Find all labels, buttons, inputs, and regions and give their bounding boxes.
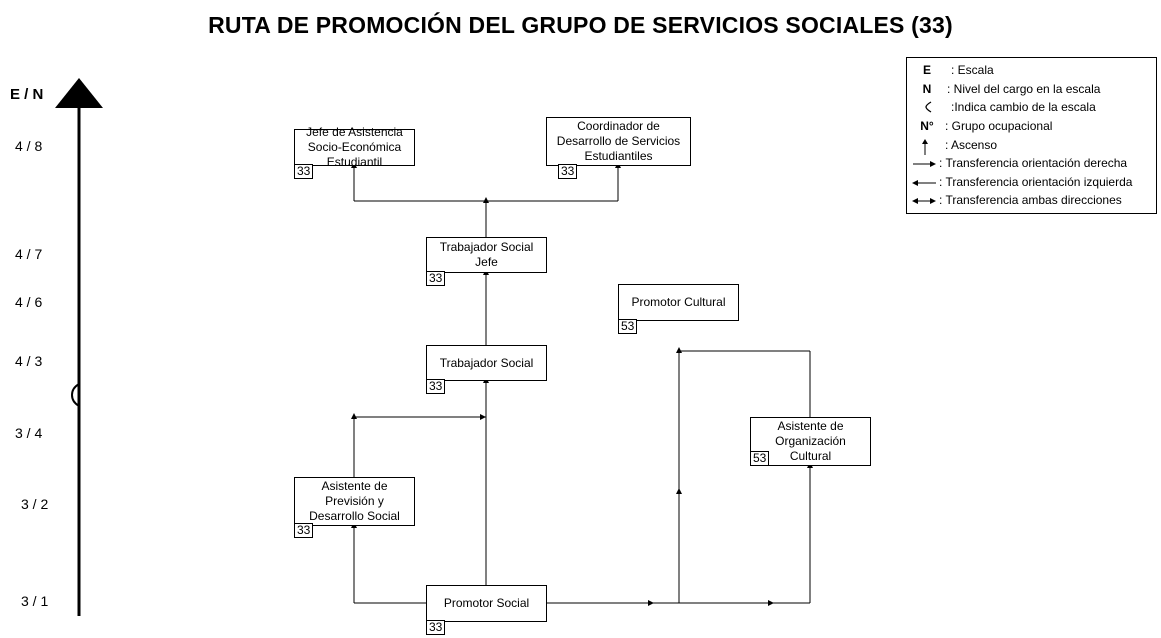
position-box-trabajador-social: Trabajador Social — [426, 345, 547, 381]
group-code: 33 — [294, 523, 314, 538]
level-label: 4 / 6 — [15, 294, 43, 310]
group-code: 33 — [426, 379, 446, 394]
level-label: 4 / 3 — [15, 353, 43, 369]
level-label: 4 / 7 — [15, 246, 43, 262]
right-arrow-icon — [913, 161, 936, 167]
level-label: 3 / 4 — [15, 425, 43, 441]
position-box-promotor-cultural: Promotor Cultural — [618, 284, 739, 321]
level-label: 3 / 2 — [21, 496, 49, 512]
scale-change-icon — [925, 101, 932, 113]
level-label: 4 / 8 — [15, 138, 43, 154]
legend-symbol: E — [922, 63, 931, 77]
group-code: 33 — [558, 164, 578, 179]
legend-box: E : Escala N : Nivel del cargo en la esc… — [906, 57, 1157, 214]
group-code: 33 — [426, 620, 446, 635]
up-arrow-icon — [922, 139, 928, 155]
group-code: 53 — [750, 451, 770, 466]
legend-symbol: N° — [920, 119, 934, 133]
position-box-promotor-social: Promotor Social — [426, 585, 547, 622]
group-code: 33 — [294, 164, 314, 179]
legend-symbol: N — [922, 82, 932, 96]
left-arrow-icon — [912, 180, 936, 186]
axis-arrowhead — [55, 78, 103, 108]
axis-label: E / N — [10, 86, 44, 103]
group-code: 33 — [426, 271, 446, 286]
level-label: 3 / 1 — [21, 593, 49, 609]
scale-change-brace — [70, 383, 80, 407]
group-code: 53 — [618, 319, 638, 334]
diagram-title: RUTA DE PROMOCIÓN DEL GRUPO DE SERVICIOS… — [208, 12, 953, 38]
both-arrow-icon — [912, 198, 936, 204]
